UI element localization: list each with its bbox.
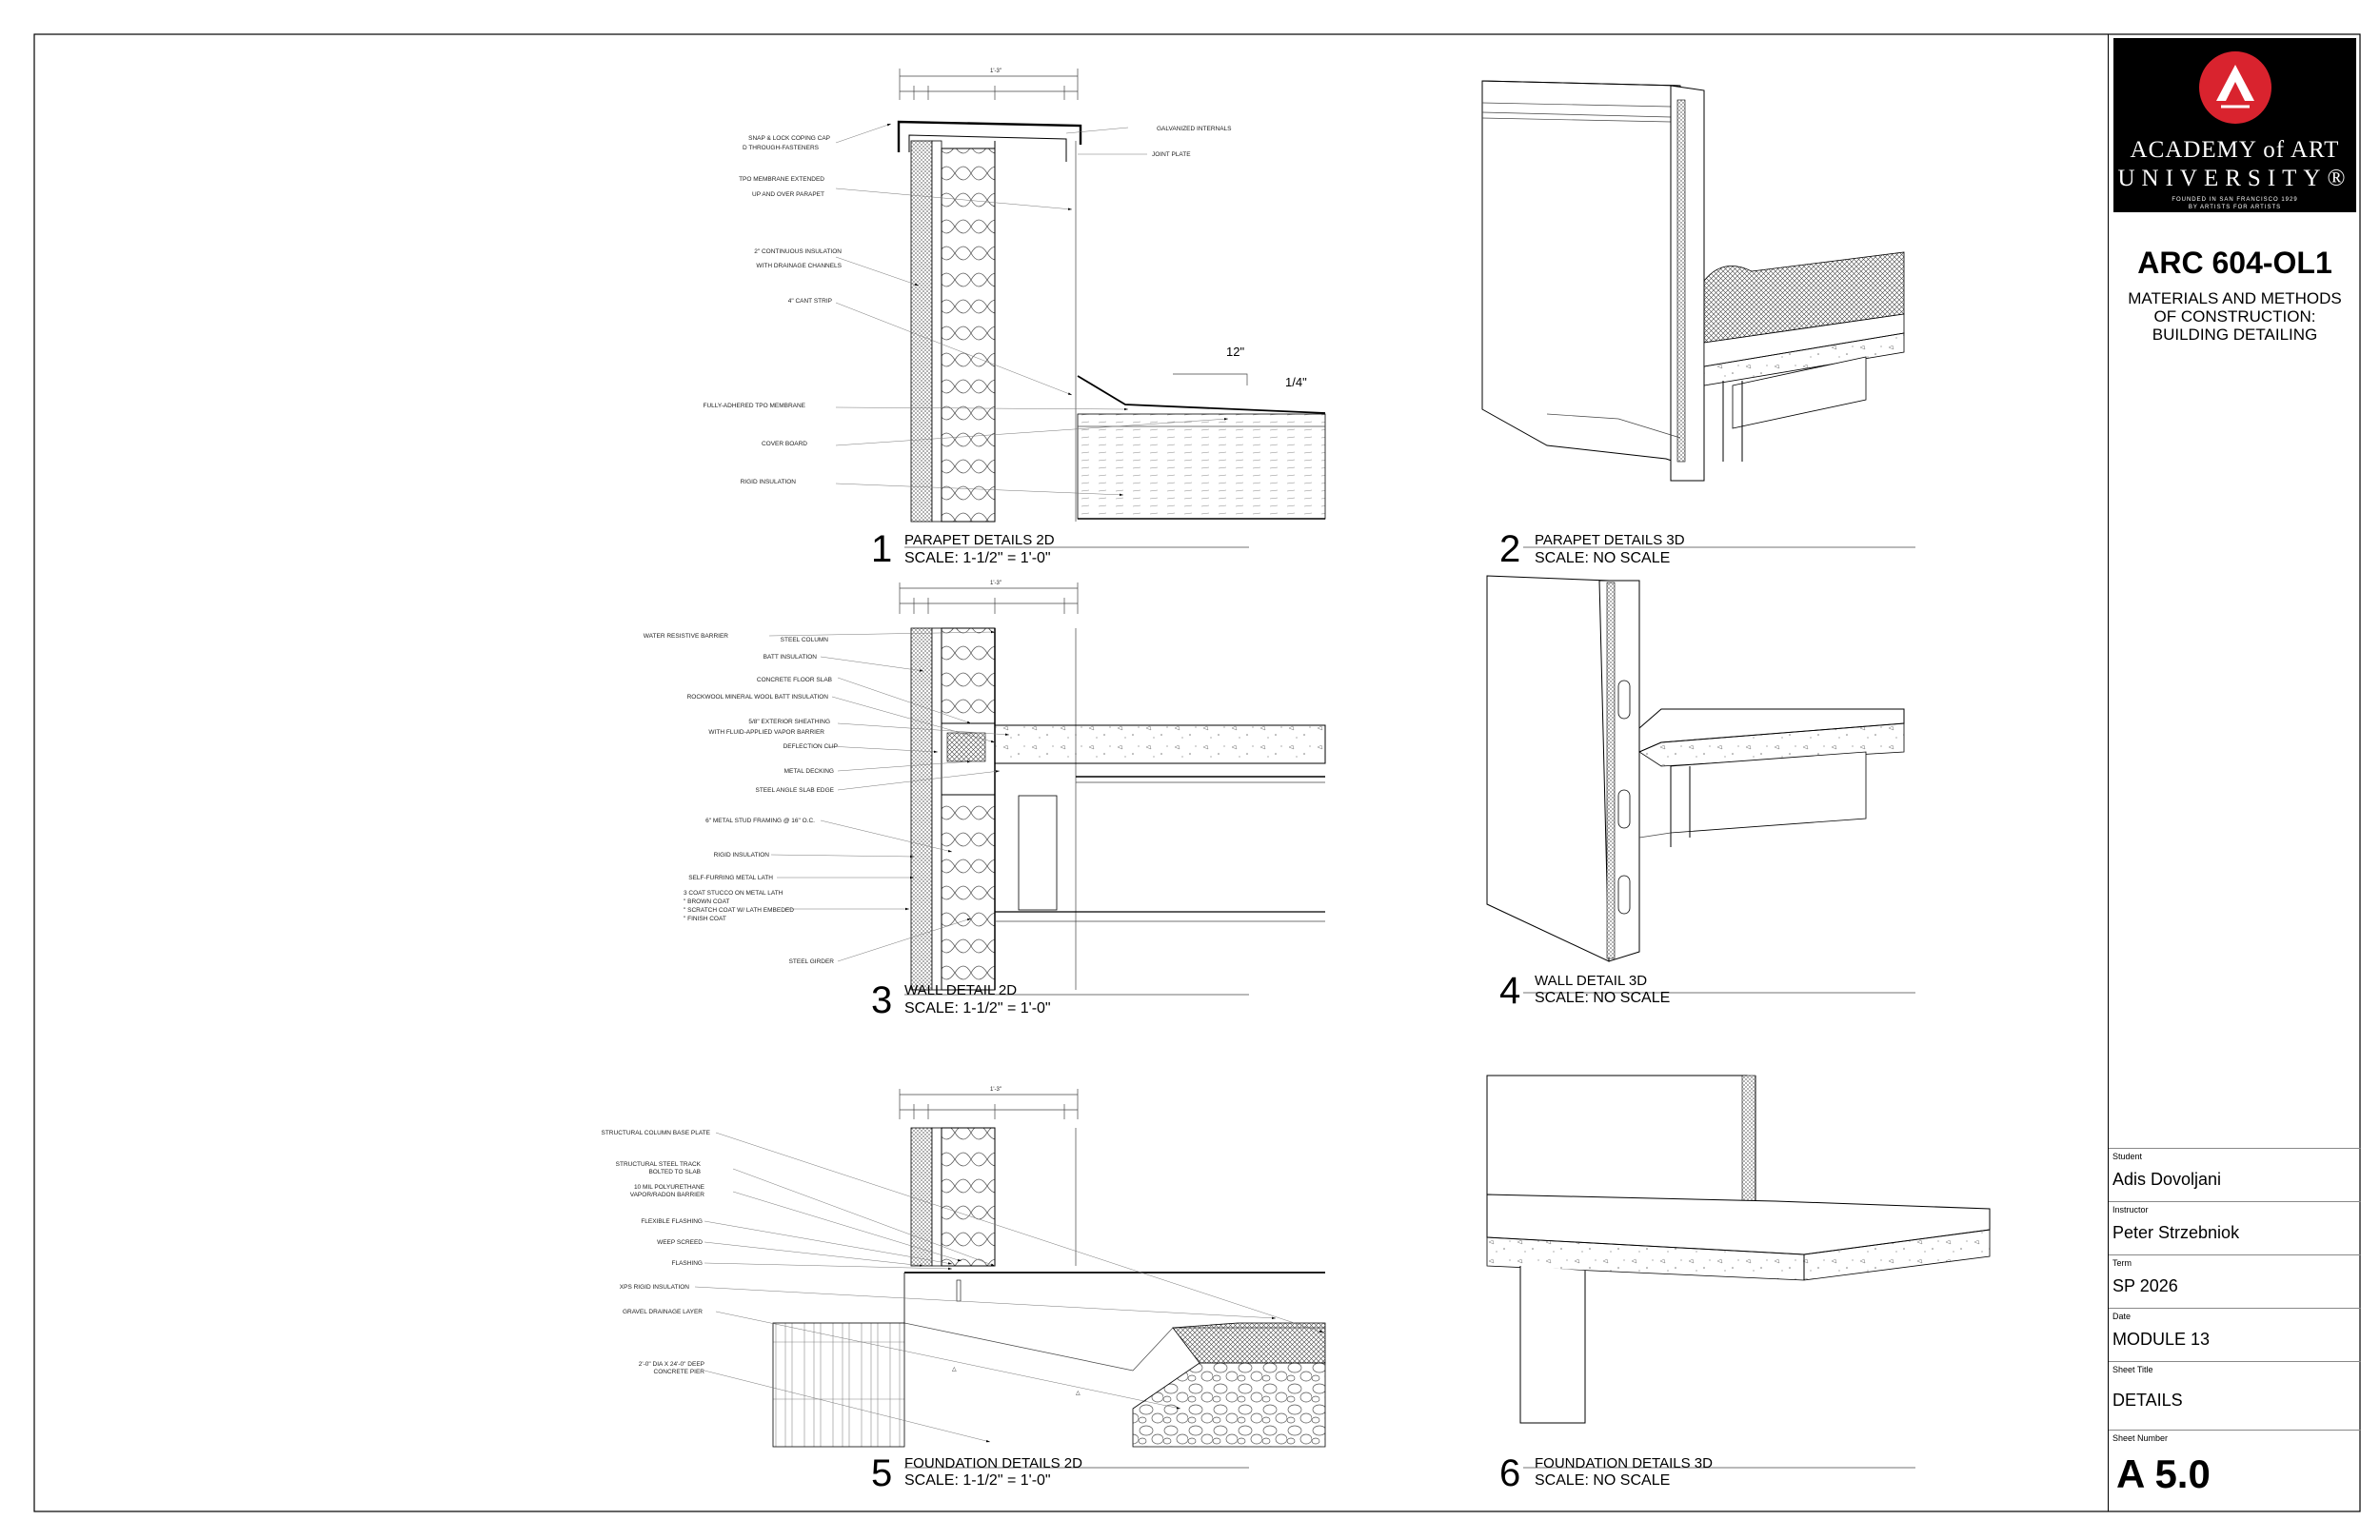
note-steel-column: STEEL COLUMN — [781, 637, 829, 643]
note-batt-insulation: BATT INSULATION — [764, 654, 818, 661]
svg-text:FOUNDATION DETAILS 3D: FOUNDATION DETAILS 3D — [1535, 1455, 1713, 1471]
note-joint-plate: JOINT PLATE — [1152, 151, 1191, 158]
svg-text:△: △ — [1076, 1391, 1081, 1396]
dim-overall-1: 1'-3" — [990, 69, 1002, 74]
note-fasteners: D THROUGH-FASTENERS — [743, 145, 820, 151]
sheet-number-field: Sheet Number A 5.0 — [2109, 1430, 2361, 1512]
note-water-resistive-barrier: WATER RESISTIVE BARRIER — [644, 633, 729, 640]
detail-2-parapet-3d — [1481, 80, 1905, 482]
detail-1-parapet-2d: 1'-3" 12" 1/4" SNAP & LOCK COPING CAP D … — [703, 69, 1326, 523]
caption-2: 2 PARAPET DETAILS 3D SCALE: NO SCALE — [1499, 528, 1685, 570]
instructor-field: Instructor Peter Strzebniok — [2109, 1201, 2361, 1255]
note-flexible-flashing: FLEXIBLE FLASHING — [641, 1218, 703, 1225]
svg-text:PARAPET DETAILS 3D: PARAPET DETAILS 3D — [1535, 532, 1685, 548]
date-field: Date MODULE 13 — [2109, 1308, 2361, 1362]
note-rigid-insulation-1: RIGID INSULATION — [741, 479, 797, 485]
note-cant-strip: 4" CANT STRIP — [788, 298, 832, 305]
svg-text:SCALE: 1-1/2" = 1'-0": SCALE: 1-1/2" = 1'-0" — [904, 550, 1051, 566]
svg-text:1: 1 — [871, 528, 892, 570]
note-steel-girder: STEEL GIRDER — [789, 958, 835, 965]
dim-overall-5: 1'-3" — [990, 1087, 1002, 1093]
svg-text:PARAPET DETAILS 2D: PARAPET DETAILS 2D — [904, 532, 1055, 548]
note-bolted-to-slab: BOLTED TO SLAB — [648, 1169, 701, 1175]
svg-text:SCALE: NO SCALE: SCALE: NO SCALE — [1535, 1472, 1670, 1489]
note-exterior-sheathing: 5/8" EXTERIOR SHEATHING — [748, 719, 830, 725]
detail-4-wall-3d — [1486, 575, 1905, 962]
note-scratch-coat: " SCRATCH COAT W/ LATH EMBEDED — [684, 907, 794, 914]
dim-overall-3: 1'-3" — [990, 581, 1002, 586]
logo-line2: UNIVERSITY® — [2117, 166, 2352, 191]
course-subtitle: MATERIALS AND METHODS OF CONSTRUCTION: B… — [2128, 289, 2342, 344]
note-brown-coat: " BROWN COAT — [684, 898, 729, 905]
svg-text:5: 5 — [871, 1452, 892, 1494]
note-metal-decking: METAL DECKING — [784, 768, 834, 775]
note-concrete-floor-slab: CONCRETE FLOOR SLAB — [757, 677, 832, 683]
note-metal-stud: 6" METAL STUD FRAMING @ 16" O.C. — [705, 818, 815, 824]
svg-text:SCALE: NO SCALE: SCALE: NO SCALE — [1535, 990, 1670, 1006]
svg-text:3: 3 — [871, 979, 892, 1021]
svg-text:△: △ — [952, 1367, 957, 1372]
caption-3: 3 WALL DETAIL 2D SCALE: 1-1/2" = 1'-0" — [871, 979, 1051, 1021]
note-column-base-plate: STRUCTURAL COLUMN BASE PLATE — [602, 1130, 711, 1136]
note-polyurethane: 10 MIL POLYURETHANE — [634, 1184, 705, 1191]
caption-1: 1 PARAPET DETAILS 2D SCALE: 1-1/2" = 1'-… — [871, 528, 1055, 570]
note-radon-barrier: VAPOR/RADON BARRIER — [630, 1192, 705, 1198]
note-coping-cap: SNAP & LOCK COPING CAP — [748, 135, 830, 142]
note-tpo-extended: TPO MEMBRANE EXTENDED — [739, 176, 824, 183]
caption-6: 6 FOUNDATION DETAILS 3D SCALE: NO SCALE — [1499, 1452, 1713, 1494]
logo-tagline: FOUNDED IN SAN FRANCISCO 1929 BY ARTISTS… — [2172, 197, 2298, 210]
note-drainage-channels: WITH DRAINAGE CHANNELS — [756, 263, 842, 269]
svg-text:WALL DETAIL 2D: WALL DETAIL 2D — [904, 982, 1017, 998]
note-vapor-barrier: WITH FLUID-APPLIED VAPOR BARRIER — [708, 729, 824, 736]
detail-3-wall-2d: 1'-3" WATER RESISTIVE BARRIER ST — [644, 581, 1326, 991]
university-logo: ACADEMY of ART UNIVERSITY® FOUNDED IN SA… — [2113, 38, 2356, 212]
logo-line1: ACADEMY of ART — [2130, 137, 2340, 163]
slope-rise: 1/4" — [1285, 375, 1307, 389]
slope-run: 12" — [1226, 345, 1244, 359]
note-finish-coat: " FINISH COAT — [684, 916, 726, 922]
svg-text:4: 4 — [1499, 970, 1520, 1012]
note-cover-board: COVER BOARD — [762, 441, 807, 447]
term-field: Term SP 2026 — [2109, 1254, 2361, 1309]
svg-text:SCALE: NO SCALE: SCALE: NO SCALE — [1535, 550, 1670, 566]
sheet-title-field: Sheet Title DETAILS — [2109, 1361, 2361, 1431]
svg-text:SCALE: 1-1/2" = 1'-0": SCALE: 1-1/2" = 1'-0" — [904, 1472, 1051, 1489]
note-weep-screed: WEEP SCREED — [657, 1239, 703, 1246]
caption-5: 5 FOUNDATION DETAILS 2D SCALE: 1-1/2" = … — [871, 1452, 1082, 1494]
note-tpo-over-parapet: UP AND OVER PARAPET — [752, 191, 824, 198]
note-steel-angle: STEEL ANGLE SLAB EDGE — [756, 787, 835, 794]
note-xps: XPS RIGID INSULATION — [620, 1284, 690, 1291]
student-field: Student Adis Dovoljani — [2109, 1148, 2361, 1202]
title-block: ACADEMY of ART UNIVERSITY® FOUNDED IN SA… — [2108, 34, 2361, 1512]
note-deflection-clip: DEFLECTION CLIP — [783, 743, 838, 750]
detail-5-foundation-2d: 1'-3" △ △ STRUCTURAL COLUMN BASE PLATE S… — [602, 1087, 1326, 1448]
course-code: ARC 604-OL1 — [2137, 246, 2332, 280]
note-steel-track: STRUCTURAL STEEL TRACK — [616, 1161, 702, 1168]
note-concrete-pier: CONCRETE PIER — [654, 1369, 705, 1375]
note-rockwool: ROCKWOOL MINERAL WOOL BATT INSULATION — [687, 694, 829, 701]
logo-emblem-icon — [2199, 51, 2271, 124]
note-gravel: GRAVEL DRAINAGE LAYER — [623, 1309, 703, 1315]
svg-text:2: 2 — [1499, 528, 1520, 570]
svg-text:SCALE: 1-1/2" = 1'-0": SCALE: 1-1/2" = 1'-0" — [904, 1000, 1051, 1017]
svg-text:6: 6 — [1499, 1452, 1520, 1494]
note-stucco: 3 COAT STUCCO ON METAL LATH — [684, 890, 783, 897]
note-rigid-insulation-3: RIGID INSULATION — [714, 852, 770, 859]
sheet-border — [33, 33, 2361, 1512]
caption-4: 4 WALL DETAIL 3D SCALE: NO SCALE — [1499, 970, 1670, 1012]
note-fully-adhered-tpo: FULLY-ADHERED TPO MEMBRANE — [703, 403, 805, 409]
note-pier-size: 2'-0" DIA X 24'-0" DEEP — [639, 1361, 704, 1368]
note-flashing: FLASHING — [671, 1260, 703, 1267]
svg-text:FOUNDATION DETAILS 2D: FOUNDATION DETAILS 2D — [904, 1455, 1082, 1471]
note-galvanized-internals: GALVANIZED INTERNALS — [1157, 126, 1232, 132]
note-self-furring-lath: SELF-FURRING METAL LATH — [688, 875, 773, 881]
note-continuous-insulation: 2" CONTINUOUS INSULATION — [754, 248, 842, 255]
detail-6-foundation-3d — [1486, 1075, 1991, 1424]
svg-text:WALL DETAIL 3D: WALL DETAIL 3D — [1535, 973, 1647, 989]
